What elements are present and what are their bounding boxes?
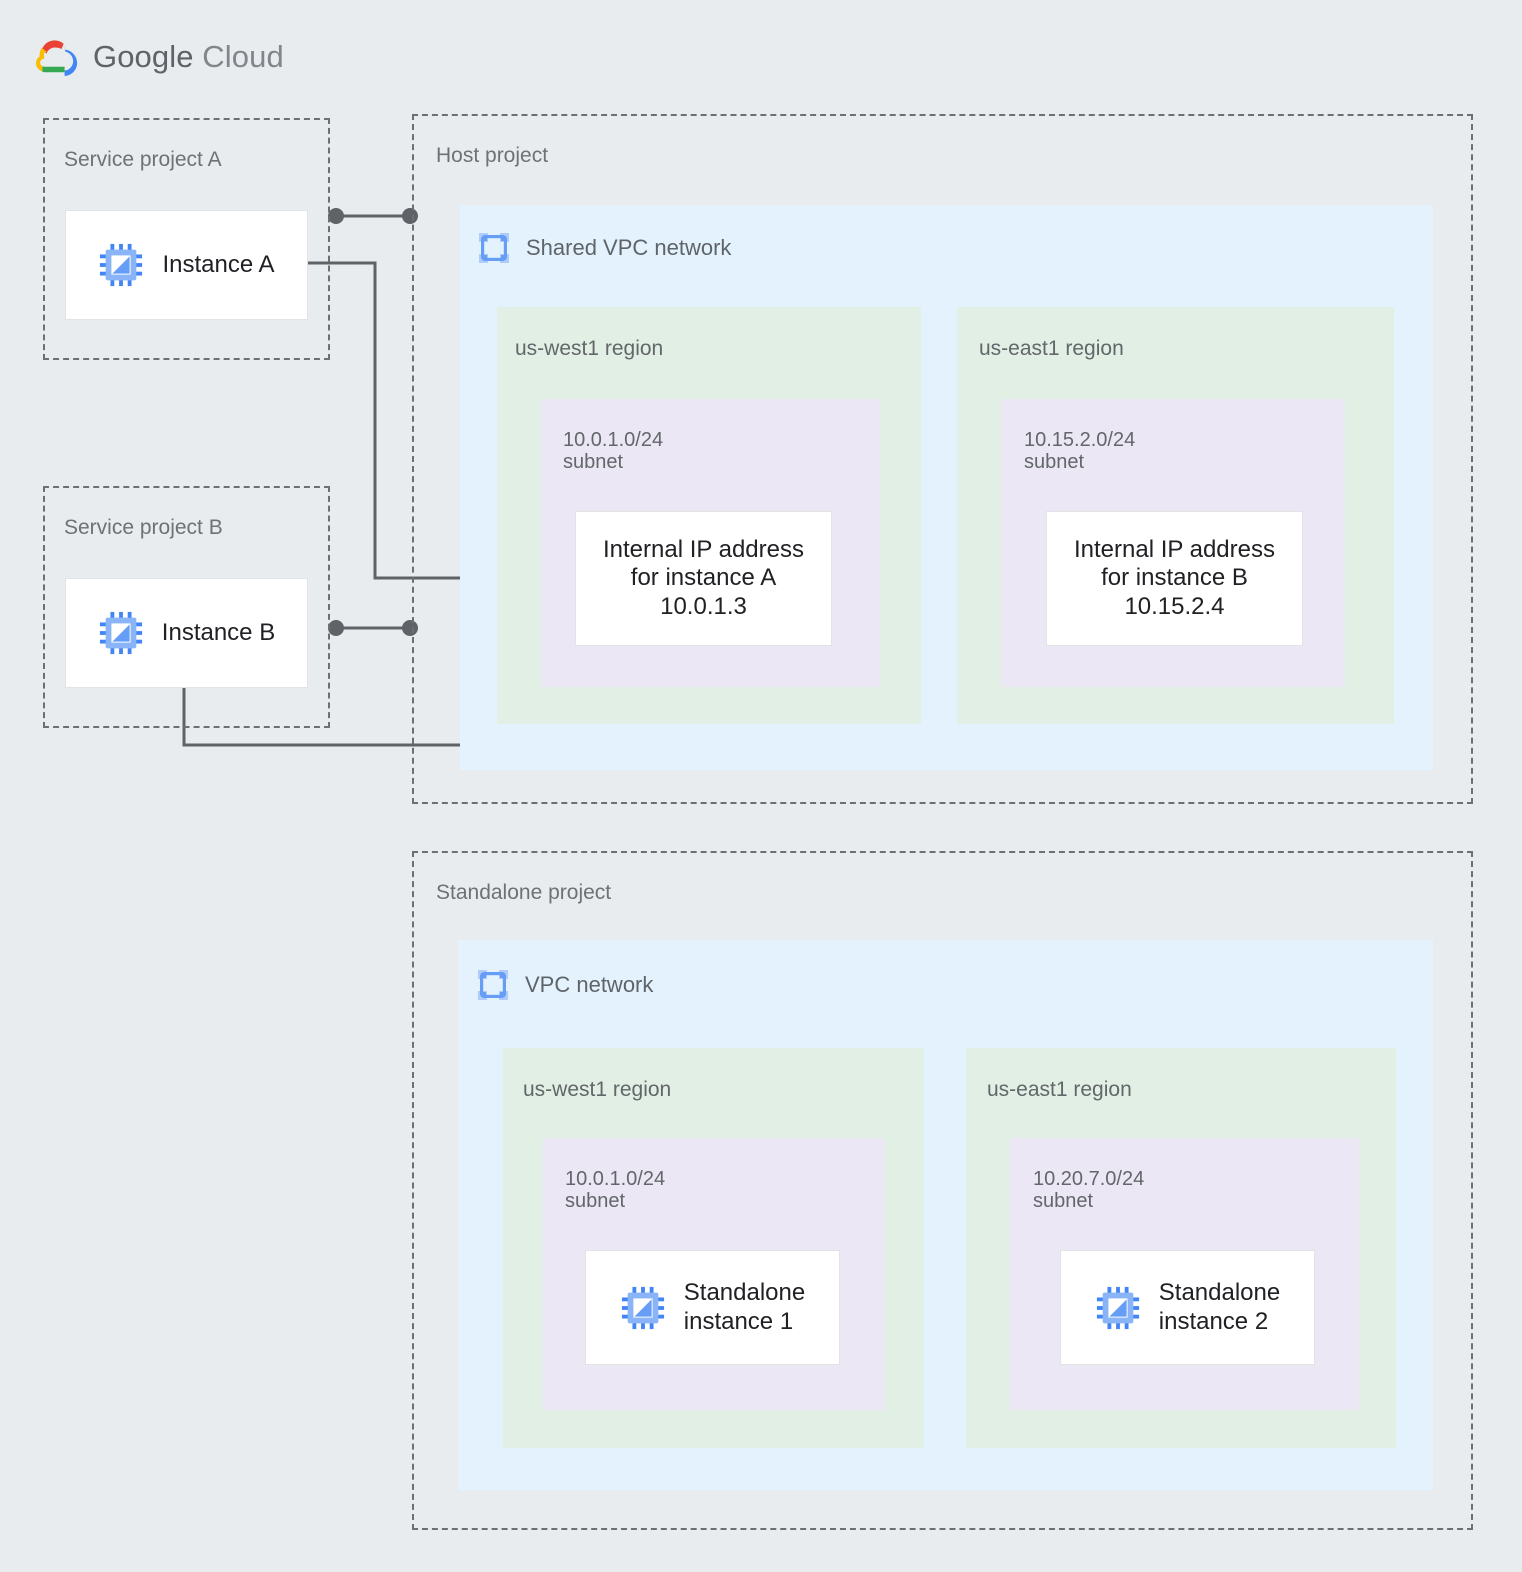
- vm-instance-icon: [99, 611, 142, 655]
- google-cloud-brand: Google Cloud: [33, 36, 284, 78]
- project-service-a-label: Service project A: [64, 148, 222, 171]
- standalone-region-us-west1-label: us-west1 region: [523, 1078, 672, 1101]
- vm-instance-icon: [1096, 1286, 1139, 1329]
- standalone-instance-2-label: Standalone instance 2: [1158, 1279, 1281, 1335]
- vpc-network-icon: [478, 970, 508, 1000]
- instance-b-card[interactable]: Instance B: [65, 578, 308, 688]
- connector-dot-instance-b-left: [328, 620, 344, 636]
- standalone-instance-2-card[interactable]: Standalone instance 2: [1060, 1250, 1315, 1365]
- standalone-instance-1-label: Standalone instance 1: [683, 1279, 806, 1335]
- project-service-a: [43, 118, 330, 360]
- standalone-subnet-10-0-1-0-label: 10.0.1.0/24 subnet: [565, 1168, 666, 1213]
- instance-a-label: Instance A: [162, 250, 275, 278]
- vpc-network-icon: [479, 233, 509, 263]
- internal-ip-instance-a-text: Internal IP address for instance A 10.0.…: [602, 536, 804, 620]
- standalone-vpc-network-title: VPC network: [525, 972, 654, 997]
- standalone-vpc-network-header: VPC network: [477, 969, 653, 1001]
- brand-name-google: Google: [93, 39, 194, 74]
- host-subnet-10-0-1-0-label: 10.0.1.0/24 subnet: [563, 429, 664, 474]
- shared-vpc-network-header: Shared VPC network: [478, 232, 731, 264]
- project-host-label: Host project: [436, 144, 549, 167]
- project-service-b-label: Service project B: [64, 516, 223, 539]
- google-cloud-logo-icon: [36, 40, 78, 76]
- internal-ip-instance-a-card[interactable]: Internal IP address for instance A 10.0.…: [575, 511, 832, 646]
- internal-ip-instance-b-text: Internal IP address for instance B 10.15…: [1073, 536, 1275, 620]
- shared-vpc-network-title: Shared VPC network: [526, 235, 732, 260]
- vm-instance-icon: [100, 243, 143, 287]
- project-standalone-label: Standalone project: [436, 881, 612, 904]
- project-service-b: [43, 486, 330, 728]
- host-subnet-10-15-2-0-label: 10.15.2.0/24 subnet: [1024, 429, 1136, 474]
- connector-dot-instance-a-left: [328, 208, 344, 224]
- brand-text: Google Cloud: [93, 39, 284, 75]
- brand-name-cloud: Cloud: [202, 39, 284, 74]
- internal-ip-instance-b-card[interactable]: Internal IP address for instance B 10.15…: [1046, 511, 1303, 646]
- host-region-us-east1-label: us-east1 region: [979, 337, 1124, 360]
- host-region-us-west1-label: us-west1 region: [515, 337, 664, 360]
- project-host: [412, 114, 1473, 804]
- vm-instance-icon: [621, 1286, 664, 1329]
- project-standalone: [412, 851, 1473, 1530]
- instance-a-card[interactable]: Instance A: [65, 210, 308, 320]
- standalone-instance-1-card[interactable]: Standalone instance 1: [585, 1250, 840, 1365]
- standalone-region-us-east1-label: us-east1 region: [987, 1078, 1132, 1101]
- standalone-subnet-10-20-7-0-label: 10.20.7.0/24 subnet: [1033, 1168, 1145, 1213]
- instance-b-label: Instance B: [161, 618, 276, 646]
